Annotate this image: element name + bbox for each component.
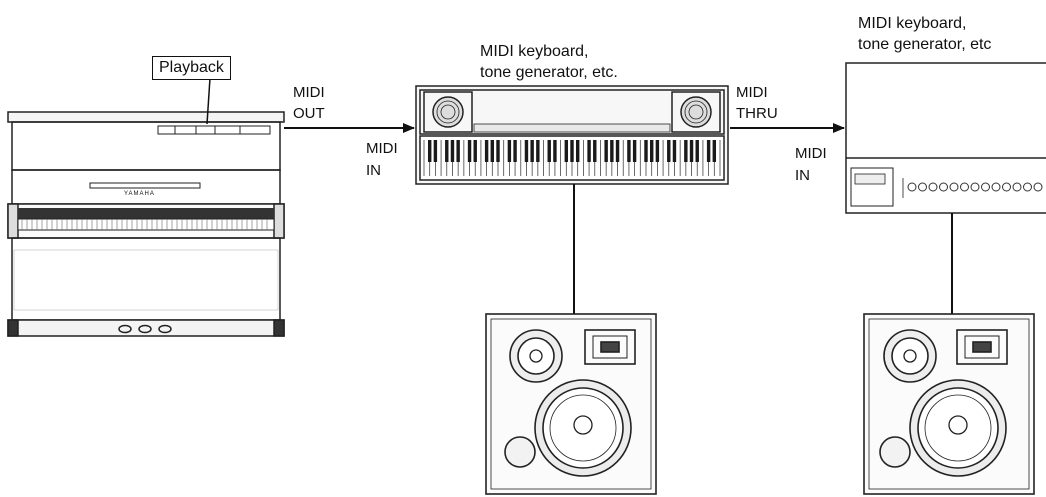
tone-generator-knob <box>971 183 979 191</box>
tone-generator-knob <box>1034 183 1042 191</box>
tone-generator-knob <box>1003 183 1011 191</box>
midi-out-label-line2: OUT <box>293 105 325 123</box>
midi-thru-label-line1: MIDI <box>736 84 778 102</box>
tone-generator-knob <box>919 183 927 191</box>
keyboard-black-key <box>576 140 579 162</box>
midi-out-label: MIDI OUT <box>293 84 325 123</box>
keyboard-black-key <box>696 140 699 162</box>
keyboard-black-key <box>474 140 477 162</box>
midi-in-label-1-line1: MIDI <box>366 140 398 158</box>
speaker-cabinet-2-icon <box>864 314 1034 494</box>
keyboard-black-key <box>553 140 556 162</box>
keyboard-black-key <box>627 140 630 162</box>
tone-generator-knob <box>992 183 1000 191</box>
keyboard-black-key <box>707 140 710 162</box>
keyboard-black-key <box>451 140 454 162</box>
device-2-label-line2: tone generator, etc <box>858 35 991 55</box>
keyboard-black-key <box>644 140 647 162</box>
device-2-label-line1: MIDI keyboard, <box>858 14 991 34</box>
device-1-label-line2: tone generator, etc. <box>480 63 618 83</box>
midi-in-label-2-line1: MIDI <box>795 145 827 163</box>
keyboard-black-key <box>513 140 516 162</box>
tone-generator-knob <box>982 183 990 191</box>
tone-generator-knob <box>940 183 948 191</box>
keyboard-black-key <box>548 140 551 162</box>
keyboard-black-key <box>496 140 499 162</box>
tone-generator-knob <box>1013 183 1021 191</box>
keyboard-black-key <box>587 140 590 162</box>
keyboard-black-key <box>491 140 494 162</box>
keyboard-black-key <box>570 140 573 162</box>
midi-in-label-1-line2: IN <box>366 162 398 180</box>
device-1-label-line1: MIDI keyboard, <box>480 42 618 62</box>
keyboard-black-key <box>650 140 653 162</box>
keyboard-black-key <box>445 140 448 162</box>
upright-piano <box>8 112 284 336</box>
keyboard-black-key <box>616 140 619 162</box>
keyboard-black-key <box>456 140 459 162</box>
keyboard-black-key <box>713 140 716 162</box>
midi-thru-label: MIDI THRU <box>736 84 778 123</box>
speaker-cabinet-1-icon <box>486 314 656 494</box>
midi-thru-label-line2: THRU <box>736 105 778 123</box>
keyboard-black-key <box>525 140 528 162</box>
device-2-label: MIDI keyboard, tone generator, etc <box>858 14 991 55</box>
keyboard-black-key <box>673 140 676 162</box>
keyboard-black-key <box>633 140 636 162</box>
keyboard-black-key <box>536 140 539 162</box>
keyboard-black-key <box>428 140 431 162</box>
keyboard-black-key <box>690 140 693 162</box>
midi-in-label-2-line2: IN <box>795 167 827 185</box>
keyboard-black-key <box>508 140 511 162</box>
keyboard-black-key <box>656 140 659 162</box>
keyboard-black-key <box>485 140 488 162</box>
tone-generator-knob <box>1024 183 1032 191</box>
keyboard-black-key <box>610 140 613 162</box>
piano-display-panel-icon <box>158 126 270 134</box>
midi-in-label-2: MIDI IN <box>795 145 827 185</box>
keyboard-black-key <box>434 140 437 162</box>
keyboard-black-key <box>530 140 533 162</box>
piano-brand-label: YAMAHA <box>124 191 155 198</box>
midi-out-label-line1: MIDI <box>293 84 325 102</box>
device-1-label: MIDI keyboard, tone generator, etc. <box>480 42 618 83</box>
keyboard-black-key <box>667 140 670 162</box>
tone-generator-knob <box>961 183 969 191</box>
tone-generator-knob <box>929 183 937 191</box>
playback-label: Playback <box>152 56 231 80</box>
keyboard-black-key <box>604 140 607 162</box>
tone-generator-knob <box>908 183 916 191</box>
keyboard-black-key <box>684 140 687 162</box>
keyboard-black-key <box>468 140 471 162</box>
midi-in-label-1: MIDI IN <box>366 140 398 180</box>
tone-generator-knob <box>950 183 958 191</box>
keyboard-black-key <box>593 140 596 162</box>
keyboard-black-key <box>565 140 568 162</box>
